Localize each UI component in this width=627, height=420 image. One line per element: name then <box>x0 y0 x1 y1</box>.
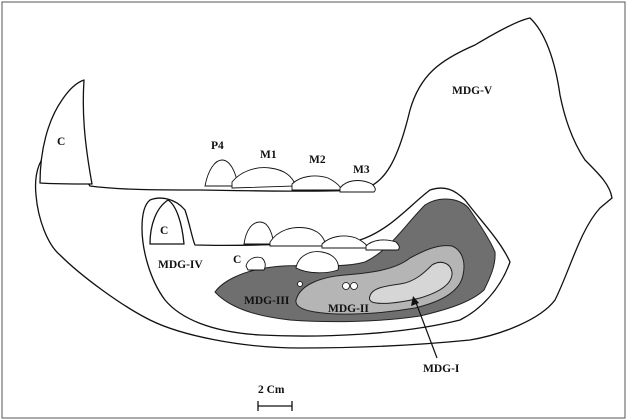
tooth-bud-1 <box>343 283 350 290</box>
label-m1: M1 <box>260 149 277 161</box>
label-mdg-i: MDG-I <box>423 363 460 375</box>
label-canine-inner: C <box>160 225 168 237</box>
label-p4: P4 <box>211 140 224 152</box>
label-mdg-iv: MDG-IV <box>158 259 203 271</box>
tooth-bud-2 <box>351 283 358 290</box>
label-m2: M2 <box>309 154 326 166</box>
label-canine-small: C <box>233 254 241 266</box>
scale-bar-label: 2 Cm <box>258 384 285 396</box>
label-mdg-iii: MDG-III <box>244 295 290 307</box>
label-mdg-ii: MDG-II <box>328 303 369 315</box>
tooth-bud-3 <box>298 282 303 287</box>
label-mdg-v: MDG-V <box>452 85 493 97</box>
label-m3: M3 <box>353 164 370 176</box>
label-canine-outer: C <box>57 136 65 148</box>
